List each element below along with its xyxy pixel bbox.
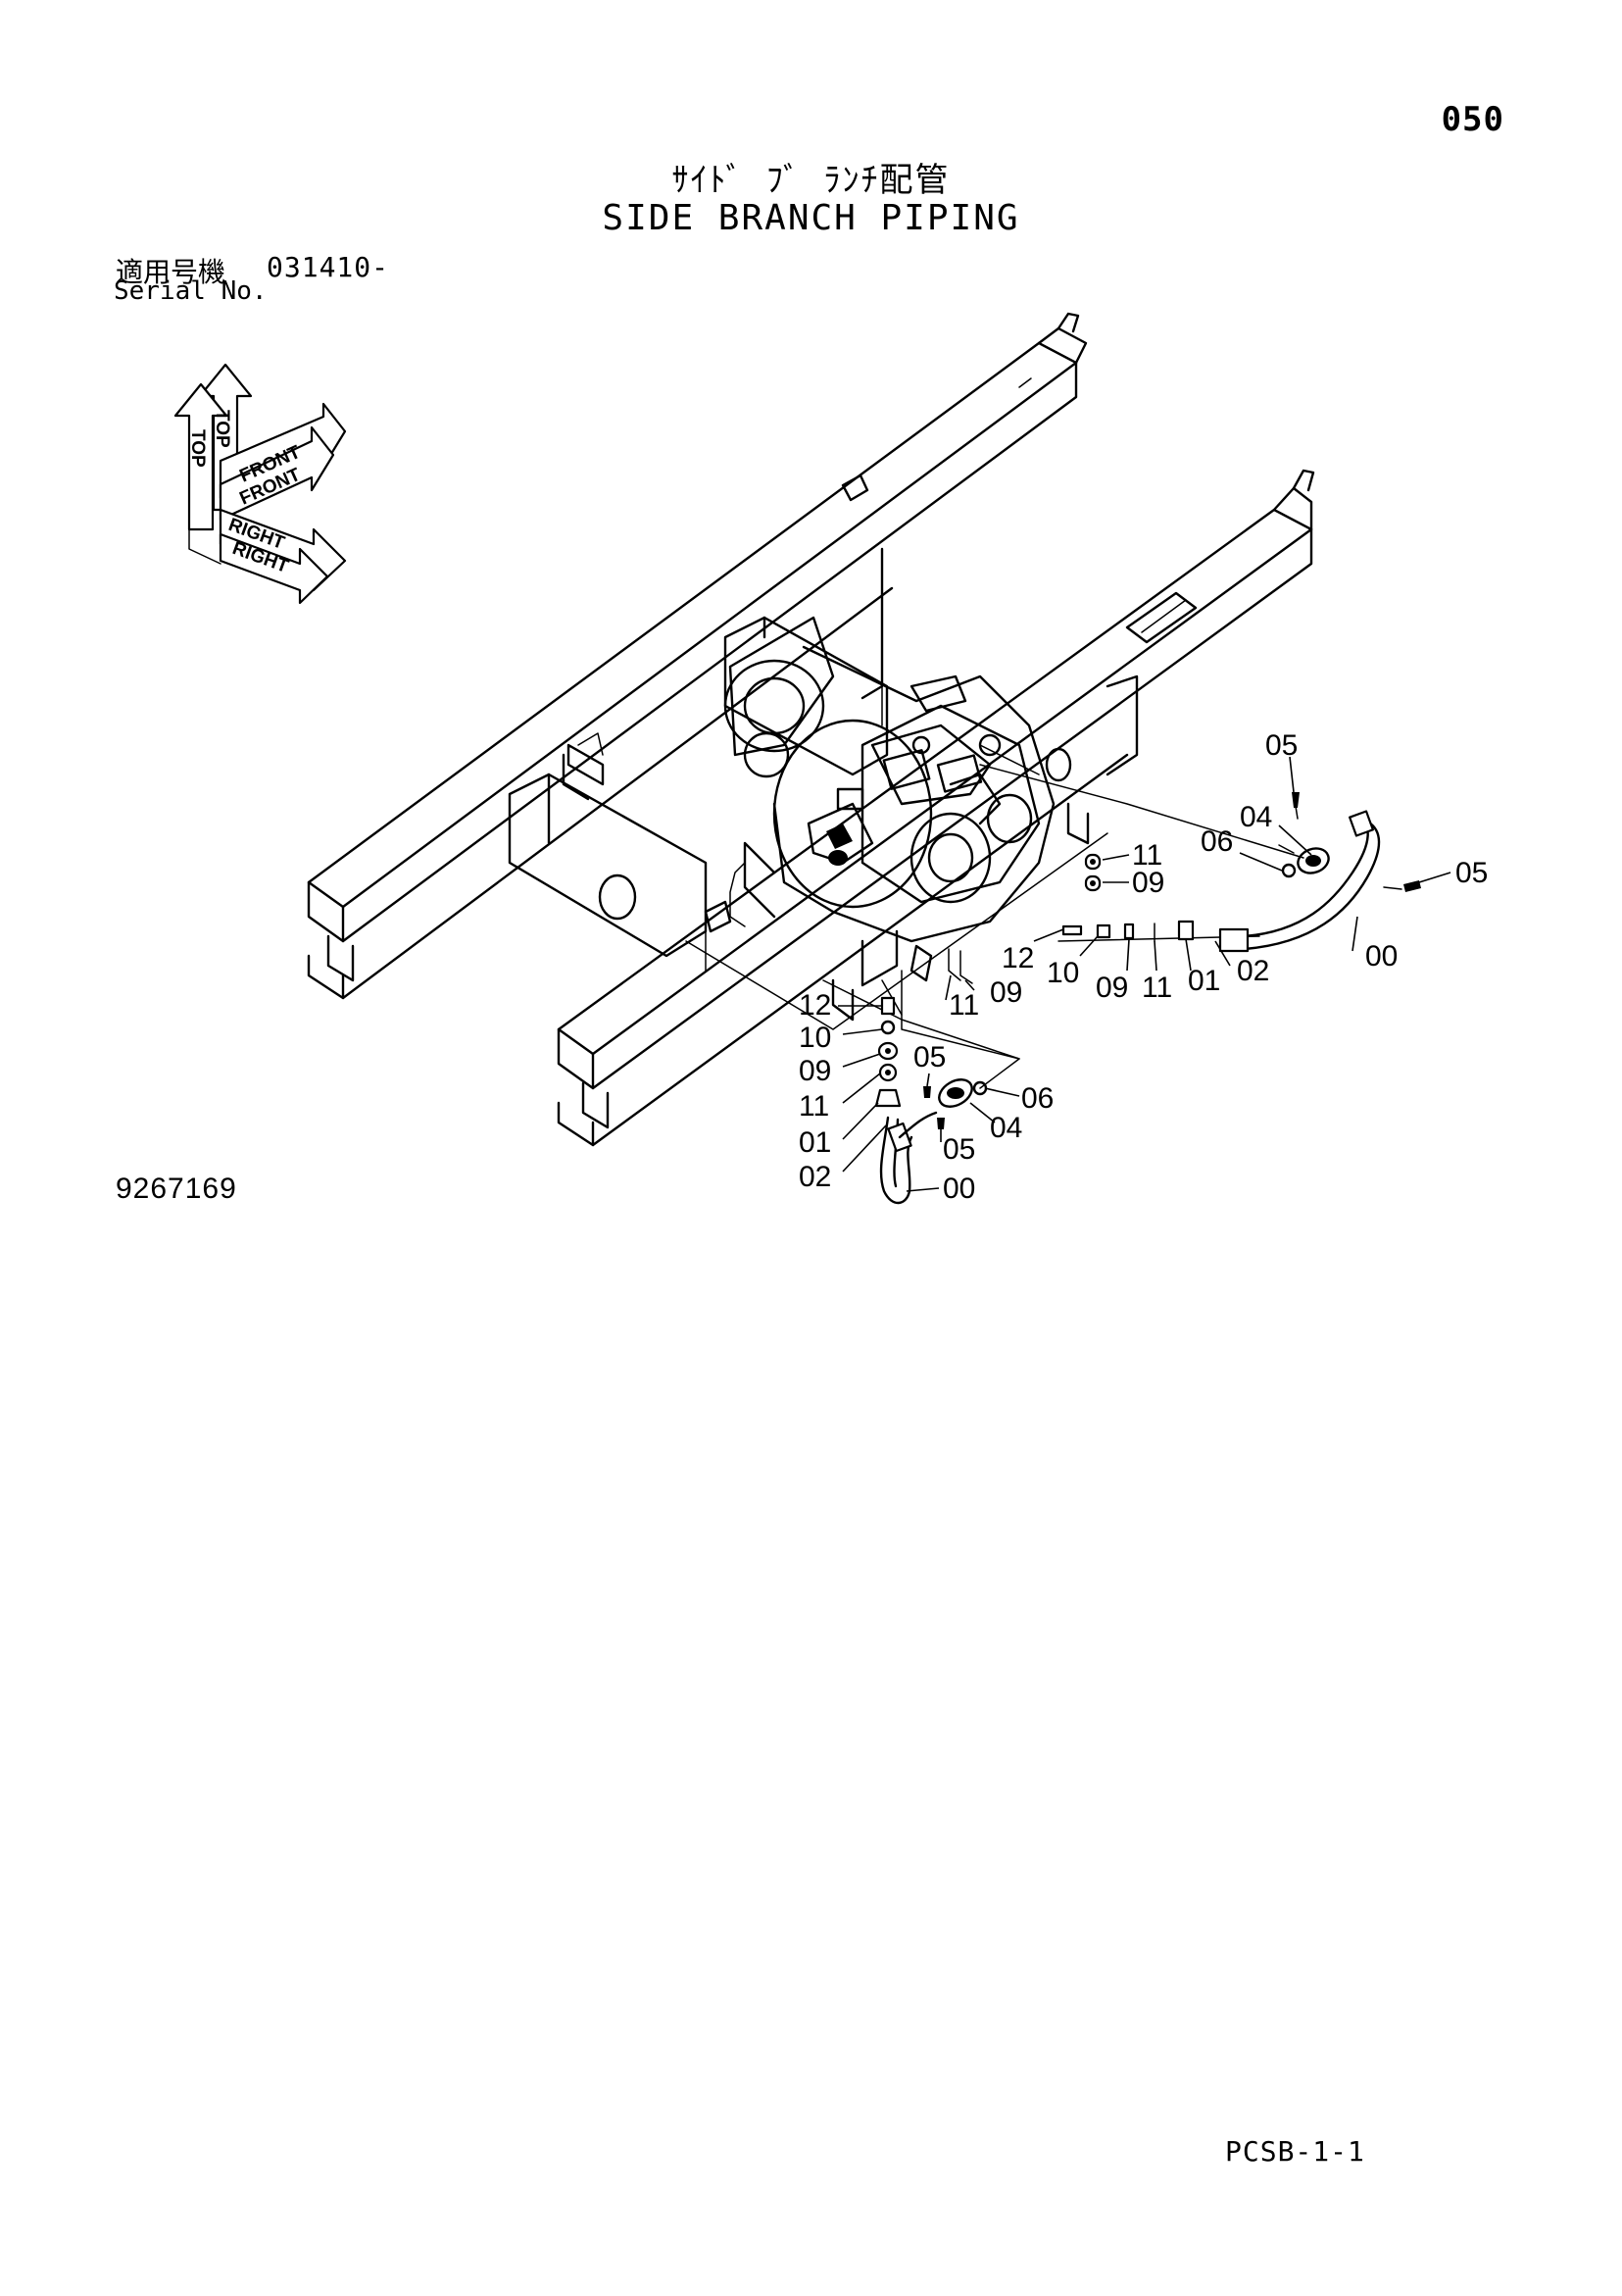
page-title: SIDE BRANCH PIPING [602, 198, 1020, 238]
callout-label: 01 [1188, 965, 1220, 997]
page-title-japanese: ｻｲﾄﾞ ﾌﾞ ﾗﾝﾁ配管 [671, 161, 951, 200]
hose-fitting-right [1218, 927, 1250, 953]
callout-label: 05 [943, 1133, 975, 1166]
page-number: 050 [1441, 100, 1504, 139]
pump-assembly [704, 616, 1056, 987]
callout-label: 09 [990, 976, 1022, 1009]
right-arrow-icon [219, 532, 329, 605]
frame-cross-members [508, 547, 1139, 1030]
callout-label: 09 [799, 1055, 831, 1087]
callout-label: 12 [799, 989, 831, 1022]
callout-label: 05 [1265, 729, 1298, 762]
top-arrow-icon [173, 382, 228, 531]
callout-label: 00 [943, 1173, 975, 1205]
callout-label: 04 [1240, 801, 1272, 833]
callout-label: 02 [799, 1161, 831, 1193]
callout-label: 04 [990, 1112, 1022, 1144]
callout-label: 00 [1365, 940, 1398, 973]
orientation-indicator: TOP TOP FRONT FRONT RIGHT RIGHT [173, 363, 347, 605]
serial-label: Serial No. [114, 276, 268, 306]
serial-label-japanese: 適用号機 [116, 256, 226, 288]
callout-label: 05 [1455, 857, 1488, 889]
callout-label: 01 [799, 1126, 831, 1159]
callout-label: 12 [1002, 942, 1034, 974]
top-label-2: TOP [212, 410, 232, 448]
callout-label: 06 [1201, 825, 1233, 858]
page-code: PCSB-1-1 [1225, 2135, 1365, 2168]
callout-labels: 05 04 06 11 09 05 12 10 09 11 01 02 00 1… [799, 729, 1488, 1205]
callout-label: 11 [1132, 839, 1162, 872]
serial-number-range: 031410- [267, 251, 390, 283]
callout-label: 02 [1237, 955, 1269, 987]
hose-assembly-right [948, 792, 1421, 984]
callout-leaders [838, 756, 1451, 1192]
top-label-1: TOP [187, 429, 208, 468]
arrow-base-edge [188, 528, 221, 565]
callout-label: 10 [1047, 957, 1079, 989]
right-frame-rail [557, 469, 1315, 1147]
left-frame-rail [307, 312, 1088, 1000]
front-arrow-icon [219, 425, 335, 522]
callout-label: 05 [913, 1041, 946, 1073]
callout-label: 11 [1142, 972, 1172, 1004]
drawing-number: 9267169 [116, 1173, 237, 1205]
callout-label: 10 [799, 1022, 831, 1054]
callout-label: 06 [1021, 1082, 1054, 1115]
callout-label: 11 [949, 989, 979, 1022]
callout-label: 11 [799, 1090, 829, 1123]
callout-label: 09 [1096, 972, 1128, 1004]
callout-label: 09 [1132, 867, 1164, 899]
hose-assembly-bottom [874, 996, 988, 1205]
